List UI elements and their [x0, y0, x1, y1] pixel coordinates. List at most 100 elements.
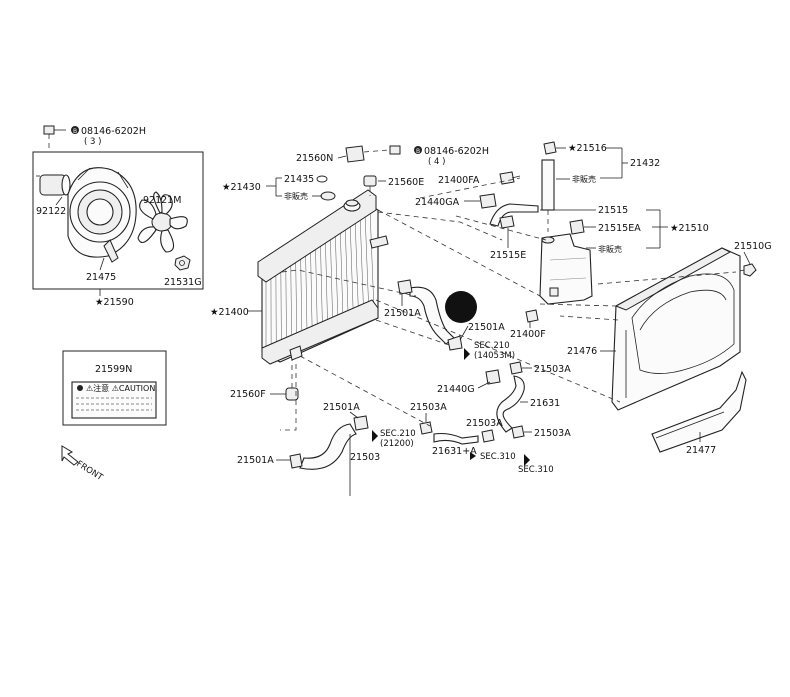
clip-21515E	[499, 215, 515, 248]
front-arrow: FRONT	[61, 445, 105, 483]
radiator-fin	[325, 240, 328, 330]
label-21599N: 21599N	[95, 364, 132, 375]
radiator-fin	[290, 264, 292, 346]
radiator-fin	[305, 254, 308, 339]
label-21440GA: 21440GA	[415, 197, 460, 208]
label-21503A-d: 21503A	[534, 428, 571, 439]
radiator-cap-21430	[320, 191, 336, 201]
label-bolt-center-qty: ( 4 )	[428, 157, 445, 167]
assembly-dashed-lines	[280, 177, 737, 431]
label-21477: 21477	[686, 445, 716, 456]
label-21475: 21475	[86, 272, 116, 283]
bolt-left: B	[43, 125, 79, 135]
label-bolt-center: 08146-6202H	[424, 146, 489, 157]
label-21516: ★21516	[568, 143, 607, 154]
label-bolt-left-qty: ( 3 )	[84, 137, 101, 147]
radiator-fin	[315, 247, 318, 335]
lower-hose-21503	[289, 415, 369, 496]
label-21590: ★21590	[95, 297, 134, 308]
caution-label-21599N: 21599N ⚠注意 ⚠CAUTION	[62, 350, 167, 426]
clamp-21503A-a	[509, 361, 523, 375]
radiator-fin	[344, 227, 349, 321]
svg-text:B: B	[416, 148, 420, 155]
label-21510: ★21510	[670, 223, 709, 234]
label-sec-210-a: SEC.210	[474, 341, 510, 351]
label-21476: 21476	[567, 346, 597, 357]
label-21503: 21503	[350, 452, 380, 463]
mount-21560E	[363, 175, 377, 196]
radiator-fin	[295, 261, 298, 343]
label-21631: 21631	[530, 398, 560, 409]
mount-21560F	[285, 360, 299, 401]
label-sec-210-b: SEC.210	[380, 429, 416, 439]
motor-92122	[36, 174, 71, 196]
radiator-fin	[369, 209, 375, 311]
label-sec-210-b-ref: (21200)	[380, 439, 414, 449]
label-21531G: 21531G	[164, 277, 202, 288]
label-sec-210-a-ref: (14053M)	[474, 351, 515, 361]
label-21503A-a: 21503A	[534, 364, 571, 375]
caution-text: ⚠注意 ⚠CAUTION	[86, 383, 155, 393]
radiator-fin	[359, 216, 364, 315]
label-92122: 92122	[36, 206, 66, 217]
lower-shroud-21477	[651, 370, 747, 453]
clip-21400F	[525, 309, 539, 323]
label-not-sold-2: 非販売	[572, 174, 596, 184]
clip-21400FA	[499, 171, 521, 185]
hose-21631	[496, 375, 525, 433]
nut-21531G	[174, 255, 191, 271]
label-21501A-b: 21501A	[468, 322, 505, 333]
radiator-fin	[310, 251, 313, 337]
label-21400F: 21400F	[510, 329, 546, 340]
label-21510G: 21510G	[734, 241, 772, 252]
label-not-sold-1: 非販売	[284, 191, 308, 201]
label-21430: ★21430	[222, 182, 261, 193]
reservoir-tank-21510	[539, 233, 593, 305]
label-21501A-a: 21501A	[384, 308, 421, 319]
label-sec-310-a: SEC.310	[480, 452, 516, 462]
radiator-fin	[300, 257, 303, 341]
label-21560E: 21560E	[388, 177, 424, 188]
radiator-fin	[330, 237, 334, 328]
label-21560N: 21560N	[296, 153, 333, 164]
label-bolt-left: 08146-6202H	[81, 126, 146, 137]
clamp-21440G	[485, 369, 501, 385]
label-sec-310-b: SEC.310	[518, 465, 554, 475]
radiator-fin	[285, 268, 287, 348]
radiator-fin	[349, 223, 354, 319]
label-21503A-c: 21503A	[466, 418, 503, 429]
radiator-fin	[340, 230, 344, 324]
label-21435: 21435	[284, 174, 314, 185]
label-21560F: 21560F	[230, 389, 266, 400]
label-21432: 21432	[630, 158, 660, 169]
upper-hose	[397, 279, 477, 351]
svg-text:B: B	[73, 128, 77, 135]
radiator-fin	[280, 271, 282, 350]
label-21440G: 21440G	[437, 384, 475, 395]
label-front: FRONT	[74, 459, 105, 483]
radiator-fin	[354, 220, 359, 317]
label-21400: ★21400	[210, 307, 249, 318]
label-21400FA: 21400FA	[438, 175, 480, 186]
label-21501A-d: 21501A	[237, 455, 274, 466]
label-92121M: 92121M	[143, 195, 181, 206]
label-21515: 21515	[598, 205, 628, 216]
label-21501A-c: 21501A	[323, 402, 360, 413]
clamp-21440GA	[479, 193, 497, 209]
fan-motor-assembly: B 08146-6202H ( 3 ) 92122 92121M	[32, 125, 204, 308]
radiator-fin	[320, 244, 323, 332]
fan-blades-92121M	[137, 191, 188, 253]
label-21631A: 21631+A	[432, 446, 477, 457]
fan-motor-box	[32, 151, 204, 290]
radiator-fin	[335, 233, 339, 326]
radiator-fin	[364, 213, 370, 313]
label-not-sold-3: 非販売	[598, 244, 622, 254]
bracket-21560N: B	[345, 145, 422, 163]
fan-shroud-21476	[611, 247, 741, 411]
radiator-21400	[257, 189, 389, 365]
label-21515E: 21515E	[490, 250, 526, 261]
label-21503A-b: 21503A	[410, 402, 447, 413]
label-21515EA: 21515EA	[598, 223, 641, 234]
reservoir-tube-21432	[541, 141, 557, 232]
